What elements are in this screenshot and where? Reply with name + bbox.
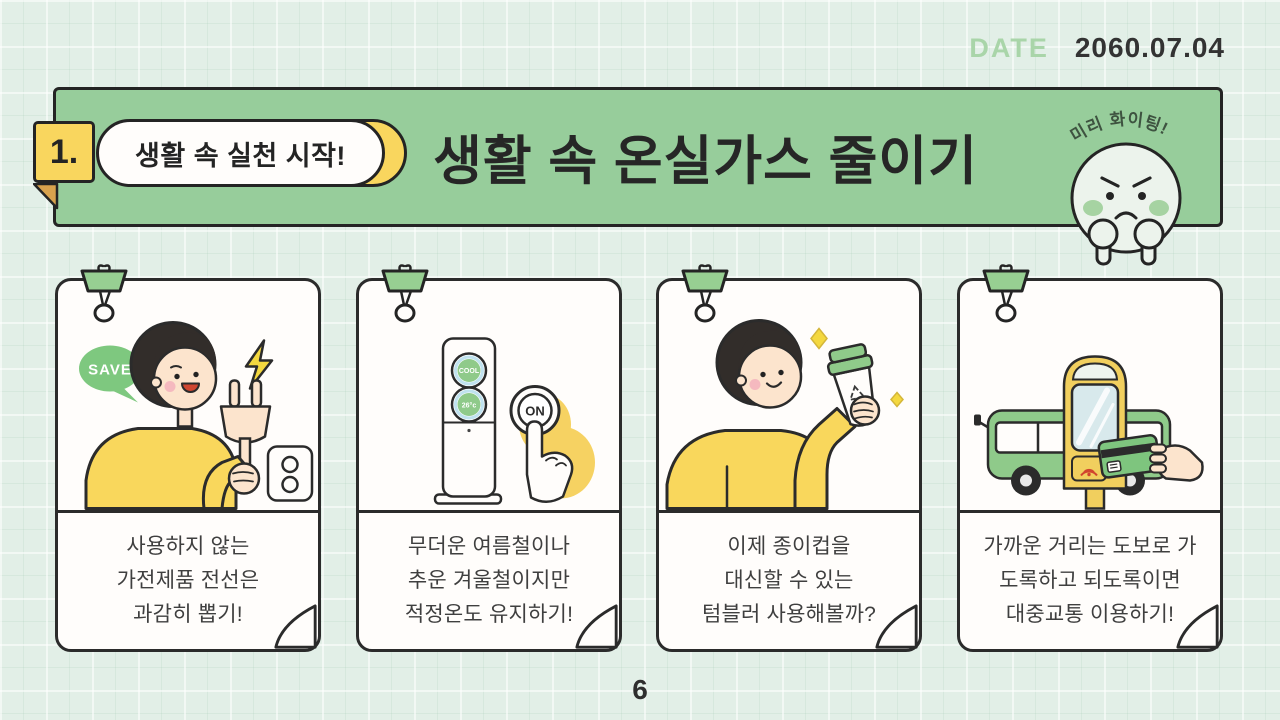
lightning-icon	[244, 339, 274, 390]
section-number: 1.	[49, 132, 79, 171]
page-curl-icon	[575, 604, 618, 649]
page-curl-icon	[875, 604, 918, 649]
bus-illustration	[974, 355, 1204, 510]
svg-text:ON: ON	[525, 404, 545, 419]
binder-clip-icon	[381, 264, 429, 323]
kicker-pill: 생활 속 실천 시작!	[96, 119, 385, 187]
hand-fist	[227, 462, 261, 495]
tip-card-unplug: SAVE 사용하지	[55, 264, 321, 652]
mascot-cheek-left	[1083, 200, 1103, 216]
page-title: 생활 속 온실가스 줄이기	[433, 132, 978, 191]
mascot-fist-left	[1087, 218, 1119, 266]
tip-card-thermostat: COOL 26°c ON 무더운 여름철이나 추운 겨울철이지만 적정온도 유지…	[356, 264, 622, 652]
mascot-cheek-right	[1149, 200, 1169, 216]
date-label: DATE	[969, 33, 1049, 63]
kicker-text: 생활 속 실천 시작!	[135, 140, 346, 171]
aircon-illustration: COOL 26°c ON	[433, 337, 595, 505]
card-caption: 무더운 여름철이나 추운 겨울철이지만 적정온도 유지하기!	[359, 510, 619, 649]
aircon-display-temp: 26°c	[450, 386, 488, 423]
mascot-character: 미리 화이팅!	[1067, 110, 1182, 266]
tapping-hand	[1149, 443, 1204, 482]
aircon-display-cool: COOL	[450, 352, 488, 389]
tip-card-transit: 가까운 거리는 도보로 가 도록하고 되도록이면 대중교통 이용하기!	[957, 264, 1223, 652]
tip-card-tumbler: 이제 종이컵을 대신할 수 있는 텀블러 사용해볼까?	[656, 264, 922, 652]
section-number-badge: 1.	[33, 121, 95, 183]
binder-clip-icon	[681, 264, 729, 323]
mascot-frown	[1114, 211, 1138, 220]
date-row: DATE 2060.07.04	[969, 32, 1225, 64]
sparkle-icon	[810, 327, 828, 350]
mascot-cheer-text: 미리 화이팅!	[1067, 110, 1170, 146]
page-number: 6	[632, 674, 648, 705]
ribbon-fold	[33, 183, 59, 210]
title-banner: 1. 생활 속 실천 시작! 생활 속 온실가스 줄이기 미리 화이팅!	[33, 87, 1223, 266]
card-caption: 가까운 거리는 도보로 가 도록하고 되도록이면 대중교통 이용하기!	[960, 510, 1220, 649]
pressing-hand	[525, 420, 574, 503]
unplug-illustration: SAVE	[79, 321, 314, 510]
mascot-fist-right	[1133, 218, 1165, 266]
outlet-icon	[266, 445, 314, 502]
page-curl-icon	[274, 604, 317, 649]
mascot-brow-left	[1100, 176, 1120, 188]
on-button: ON	[509, 385, 561, 436]
page-curl-icon	[1176, 604, 1219, 649]
card-caption: 사용하지 않는 가전제품 전선은 과감히 뽑기!	[58, 510, 318, 649]
svg-text:26°c: 26°c	[462, 402, 477, 410]
save-bubble-text: SAVE	[88, 362, 132, 379]
tumbler-illustration	[665, 319, 904, 510]
mascot-eye-left	[1106, 192, 1114, 200]
binder-clip-icon	[982, 264, 1030, 323]
card-caption: 이제 종이컵을 대신할 수 있는 텀블러 사용해볼까?	[659, 510, 919, 649]
plug-icon	[219, 405, 272, 444]
date-value: 2060.07.04	[1074, 32, 1225, 63]
svg-text:COOL: COOL	[459, 368, 480, 375]
mascot-brow-right	[1132, 176, 1152, 188]
transit-card	[1097, 434, 1161, 479]
svg-text:미리 화이팅!: 미리 화이팅!	[1067, 110, 1171, 146]
bus-stop-reader	[1062, 355, 1128, 510]
binder-clip-icon	[80, 264, 128, 323]
recycle-icon	[849, 384, 866, 401]
mascot-eye-right	[1138, 192, 1146, 200]
sparkle-icon	[890, 391, 904, 408]
